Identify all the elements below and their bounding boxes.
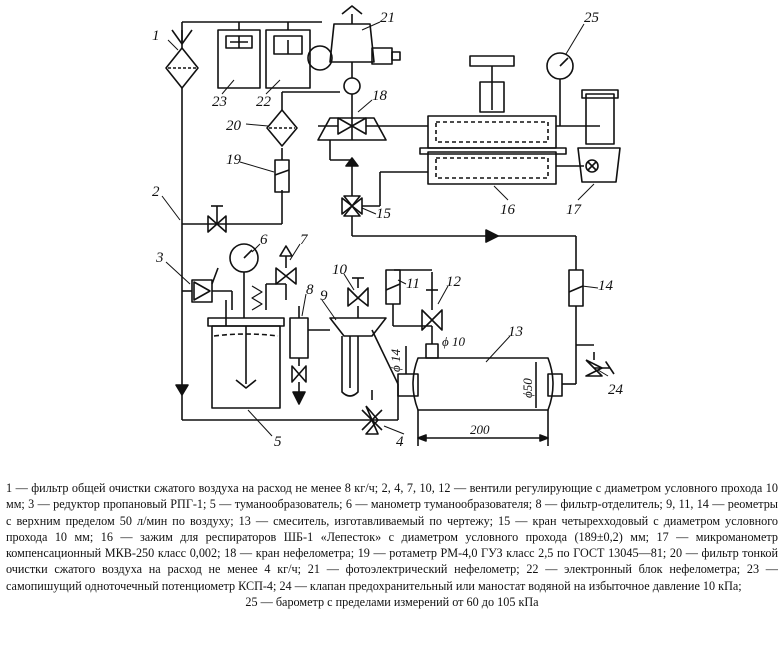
- manometer-6: [229, 243, 259, 318]
- label-23: 23: [212, 94, 227, 110]
- dim-d50: ϕ50: [520, 378, 535, 398]
- label-24: 24: [608, 382, 624, 398]
- dim-d14: ϕ 14: [388, 349, 403, 372]
- valve-2: [207, 205, 227, 233]
- valve-10: [347, 277, 369, 318]
- label-3: 3: [155, 250, 164, 266]
- dim-length-200: 200: [470, 422, 490, 437]
- label-5: 5: [274, 434, 282, 450]
- filter-separator-8: [289, 306, 330, 405]
- label-4: 4: [396, 434, 404, 450]
- filter-20: [266, 91, 340, 147]
- label-12: 12: [446, 274, 462, 290]
- label-19: 19: [226, 152, 242, 168]
- label-11: 11: [406, 276, 420, 292]
- label-17: 17: [566, 202, 583, 218]
- caption-last-line: 25 — барометр с пределами измерений от 6…: [245, 595, 539, 610]
- rotameter-19: [274, 148, 290, 193]
- part-labels: 1 2 3 4 5 6 7 8 9 10 11 12 13 14 15 16 1…: [152, 10, 624, 450]
- label-2: 2: [152, 184, 160, 200]
- label-14: 14: [598, 278, 614, 294]
- rheometer-14: [562, 236, 594, 385]
- label-9: 9: [320, 288, 328, 304]
- four-way-crane-15: [329, 140, 576, 243]
- mixer-13: [397, 326, 563, 446]
- crane-18: [317, 112, 428, 141]
- micromanometer-17: [577, 89, 621, 183]
- valve-4: [361, 384, 399, 435]
- electronic-block-22: [265, 22, 311, 89]
- label-16: 16: [500, 202, 516, 218]
- barometer-25: [546, 52, 574, 126]
- label-18: 18: [372, 88, 388, 104]
- label-20: 20: [226, 118, 242, 134]
- valve-7: [275, 245, 297, 300]
- dim-d10: ϕ 10: [442, 334, 465, 349]
- potentiometer-23: [217, 22, 261, 89]
- label-6: 6: [260, 232, 268, 248]
- label-7: 7: [300, 232, 309, 248]
- label-8: 8: [306, 282, 314, 298]
- fogger-5: [207, 283, 286, 409]
- label-25: 25: [584, 10, 600, 26]
- respirator-clamp-16: [419, 55, 600, 185]
- reducer-3: [182, 267, 233, 310]
- rheometer-9: [329, 317, 399, 397]
- main-air-line: [171, 21, 372, 421]
- leader-lines: [161, 21, 609, 437]
- label-1: 1: [152, 28, 160, 44]
- filter-1: [165, 47, 199, 89]
- caption-body: 1 — фильтр общей очистки сжатого воздуха…: [6, 481, 778, 593]
- label-15: 15: [376, 206, 392, 222]
- nephelometer-21: [307, 5, 401, 112]
- label-22: 22: [256, 94, 272, 110]
- label-10: 10: [332, 262, 348, 278]
- label-21: 21: [380, 10, 395, 26]
- schematic-diagram: 1 2 3 4 5 6 7 8 9 10 11 12 13 14 15 16 1…: [152, 5, 624, 450]
- dimension-labels: ϕ 10 ϕ 14 ϕ50 200: [388, 334, 535, 437]
- figure-caption: 1 — фильтр общей очистки сжатого воздуха…: [6, 480, 778, 610]
- valve-24: [585, 352, 615, 377]
- rheometer-11: [385, 269, 432, 327]
- label-13: 13: [508, 324, 523, 340]
